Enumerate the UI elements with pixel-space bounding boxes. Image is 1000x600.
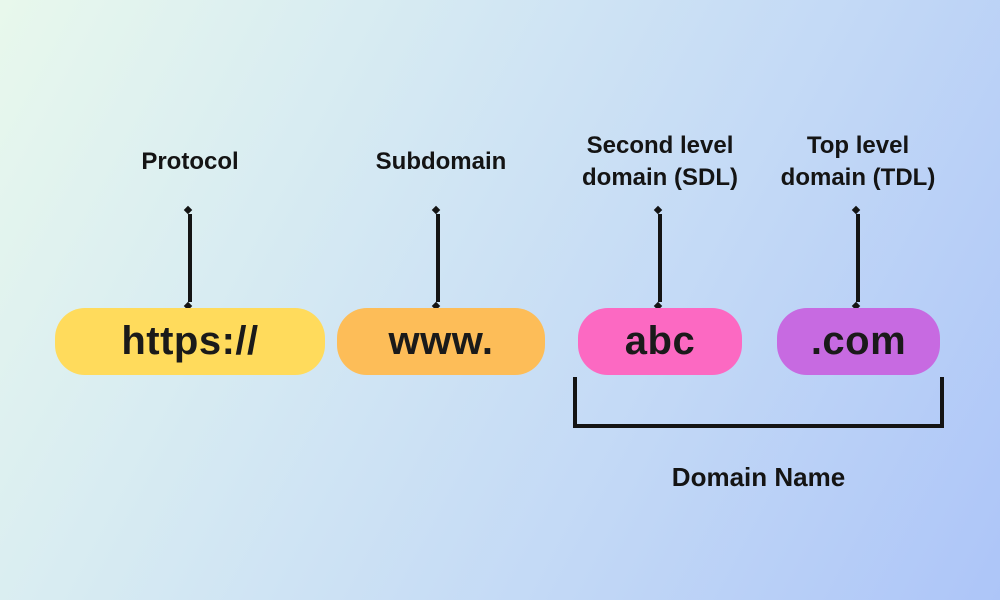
domain-name-bracket	[573, 377, 944, 428]
protocol-connector	[182, 205, 198, 311]
second-level-domain-value: abc	[624, 319, 696, 363]
second-level-domain-label: Second level domain (SDL)	[560, 118, 760, 206]
subdomain-value: www.	[388, 319, 494, 363]
second-level-domain-label-text: Second level domain (SDL)	[582, 131, 738, 191]
subdomain-label: Subdomain	[341, 118, 541, 206]
protocol-label-text: Protocol	[141, 147, 239, 175]
subdomain-label-text: Subdomain	[375, 147, 507, 175]
protocol-value: https://	[121, 319, 259, 363]
connector-line	[436, 214, 440, 302]
diamond-endpoint-icon	[183, 205, 192, 215]
diamond-endpoint-icon	[431, 205, 440, 215]
diamond-endpoint-icon	[653, 205, 662, 215]
connector-line	[188, 214, 192, 302]
subdomain-pill: www.	[337, 308, 545, 375]
top-level-domain-label: Top level domain (TDL)	[758, 118, 958, 206]
connector-line	[856, 214, 860, 302]
subdomain-connector	[430, 205, 446, 311]
top-level-domain-label-text: Top level domain (TDL)	[780, 131, 936, 191]
protocol-pill: https://	[55, 308, 325, 375]
top-level-domain-pill: .com	[777, 308, 940, 375]
diamond-endpoint-icon	[851, 205, 860, 215]
top-level-domain-connector	[850, 205, 866, 311]
protocol-label: Protocol	[90, 118, 290, 206]
second-level-domain-pill: abc	[578, 308, 742, 375]
top-level-domain-value: .com	[810, 319, 907, 363]
connector-line	[658, 214, 662, 302]
second-level-domain-connector	[652, 205, 668, 311]
domain-name-label: Domain Name	[671, 462, 846, 492]
